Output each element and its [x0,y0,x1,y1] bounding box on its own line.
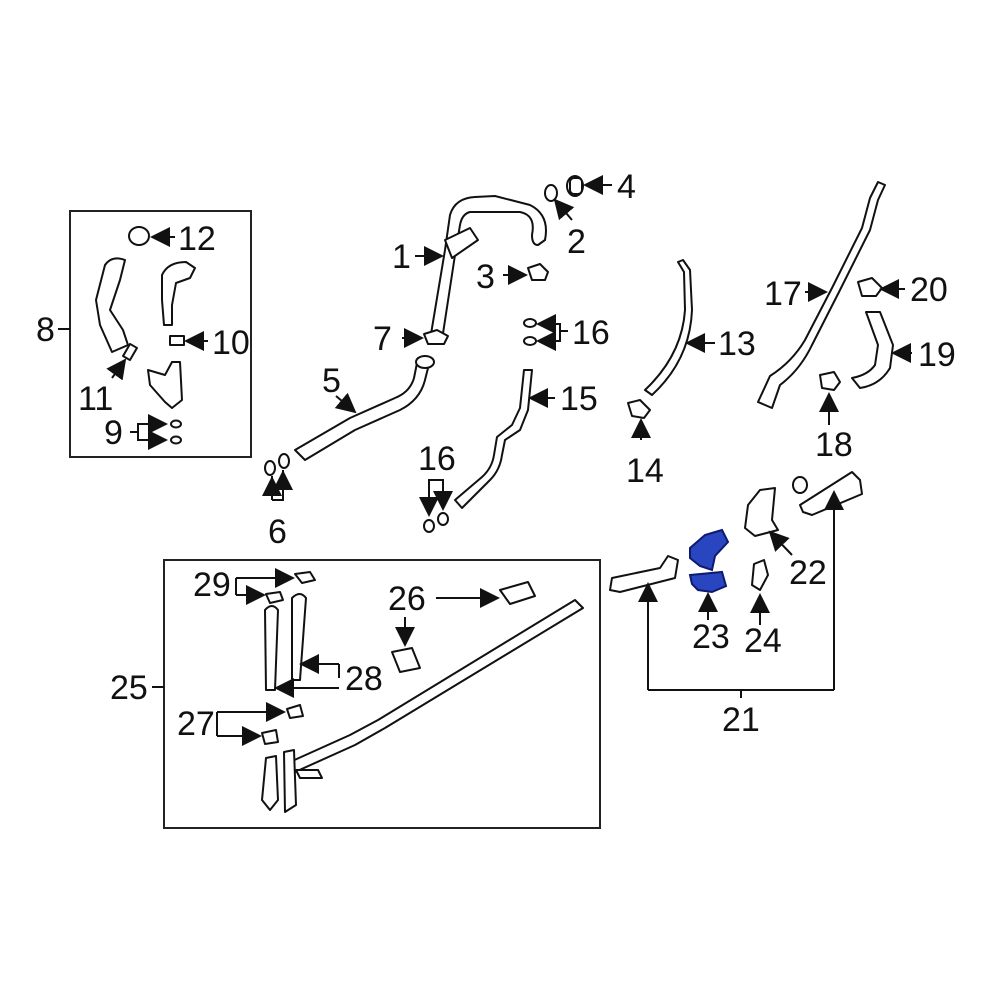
callout-22[interactable]: 22 [789,554,827,592]
callout-5[interactable]: 5 [322,362,341,400]
callout-11[interactable]: 11 [78,380,114,418]
part-12-clamp[interactable] [128,226,150,246]
part-21-pipe-right[interactable] [799,471,863,516]
part-7-clamp[interactable] [423,329,449,345]
part-14-clamp[interactable] [627,399,651,419]
part-21-pipe-left[interactable] [609,555,679,593]
callout-24[interactable]: 24 [744,622,782,660]
part-13-pipe[interactable] [644,259,693,396]
callout-12[interactable]: 12 [178,220,216,258]
callout-29[interactable]: 29 [193,566,231,604]
callout-27[interactable]: 27 [177,705,215,743]
callout-3[interactable]: 3 [476,258,495,296]
callout-10[interactable]: 10 [212,324,250,362]
part-5-end [415,355,435,369]
part-28-hose[interactable] [291,593,307,681]
part-16-washer[interactable] [523,318,537,328]
callout-25[interactable]: 25 [110,669,148,707]
callout-4[interactable]: 4 [617,168,636,206]
callout-1[interactable]: 1 [392,238,411,276]
callout-9[interactable]: 9 [104,414,123,452]
part-16-washer[interactable] [437,512,449,526]
part-5-pipe[interactable] [294,357,431,461]
callout-18[interactable]: 18 [815,426,853,464]
part-25-pipe-end[interactable] [283,749,297,813]
callout-8[interactable]: 8 [36,311,55,349]
part-28-hose[interactable] [264,605,279,691]
part-15-pipe[interactable] [454,369,533,509]
part-3-clamp[interactable] [527,263,549,281]
part-26-grommet[interactable] [391,647,421,673]
part-17-pipe[interactable] [757,181,886,409]
callout-13[interactable]: 13 [718,325,756,363]
part-9-washer[interactable] [170,419,182,429]
part-2-gasket[interactable] [544,184,558,202]
callout-21[interactable]: 21 [722,701,760,739]
callout-6[interactable]: 6 [268,513,287,551]
callout-28[interactable]: 28 [345,660,383,698]
part-21-clamp[interactable] [792,476,808,494]
callout-14[interactable]: 14 [626,452,664,490]
part-25-stub[interactable] [295,769,323,779]
group-box-25 [163,559,601,829]
part-27-clamp[interactable] [261,729,279,745]
group-box-8 [69,210,252,458]
part-9-washer[interactable] [170,435,182,445]
part-1-hose[interactable] [429,195,547,341]
part-11-connector[interactable] [122,342,138,362]
part-4-plug[interactable] [566,175,584,197]
part-8-hose-upper[interactable] [161,261,196,326]
part-29-clamp[interactable] [294,571,316,584]
callout-7[interactable]: 7 [373,320,392,358]
part-6-washer[interactable] [264,460,276,476]
callout-16-upper[interactable]: 16 [572,314,610,352]
part-10-ring[interactable] [169,335,185,346]
part-16-washer[interactable] [423,519,435,533]
part-8-y-fitting[interactable] [147,361,183,409]
callout-17[interactable]: 17 [764,275,802,313]
part-25-pipe-end[interactable] [261,755,279,811]
callout-26[interactable]: 26 [388,580,426,618]
callout-15[interactable]: 15 [560,380,598,418]
callout-16-lower[interactable]: 16 [418,440,456,478]
callout-20[interactable]: 20 [910,271,948,309]
part-19-hose[interactable] [851,311,894,389]
part-26-grommet[interactable] [499,581,536,605]
leader-lines [58,175,912,746]
part-16-washer[interactable] [523,336,537,346]
part-24-sensor[interactable] [751,559,769,591]
part-25-pipe[interactable] [289,599,584,773]
callout-19[interactable]: 19 [918,336,956,374]
part-18-clamp[interactable] [819,371,841,391]
part-8-hose[interactable] [95,257,129,353]
callout-23[interactable]: 23 [692,618,730,656]
part-22-bracket[interactable] [744,487,779,537]
part-6-washer[interactable] [278,453,290,469]
callout-2[interactable]: 2 [567,223,586,261]
part-20-clamp[interactable] [857,277,883,297]
part-27-clamp[interactable] [286,704,304,719]
part-23-valve[interactable] [688,528,730,594]
part-29-clamp[interactable] [265,591,284,604]
